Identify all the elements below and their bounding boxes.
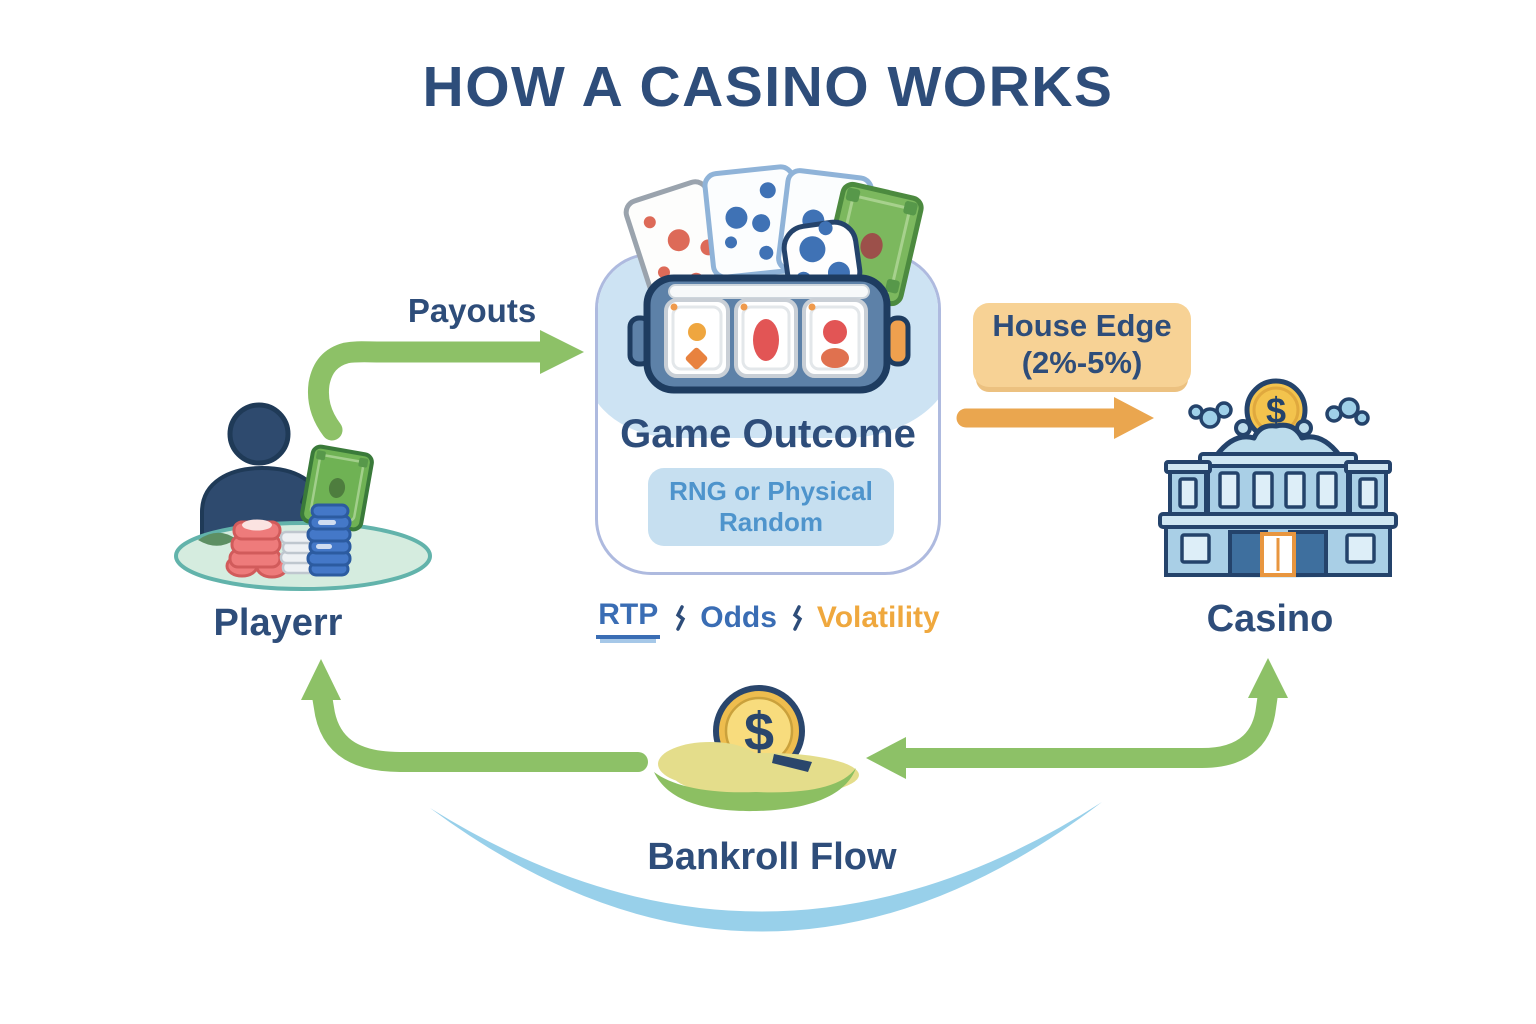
separator-icon [792,605,803,631]
metric-odds: Odds [700,601,777,634]
slot-reel-window [802,298,868,378]
svg-text:$: $ [1266,390,1286,431]
player-label: Playerr [213,602,343,644]
payouts-label: Payouts [407,292,537,329]
house-edge-badge: House Edge (2%-5%) [973,303,1191,387]
bankroll-flow-label: Bankroll Flow [647,836,897,878]
casino-label: Casino [1206,598,1334,640]
metrics-row: RTP Odds Volatility [595,594,941,642]
bankroll-to-player-arrow-icon [301,659,648,772]
slot-machine-with-cards-icon [623,164,924,394]
slot-reel-window [664,298,730,378]
metric-volatility: Volatility [816,601,940,634]
player-at-table-icon [174,402,432,591]
metric-rtp: RTP [596,598,661,639]
gold-coin-on-mound-icon: $ [654,685,859,812]
slot-machine-icon [627,274,911,394]
casino-building-icon: $ [1158,378,1398,578]
red-chips-stack [225,519,289,579]
game-outcome-title: Game Outcome [620,412,916,456]
page-title: HOW A CASINO WORKS [422,55,1114,119]
slot-reel-window [734,298,798,378]
rng-badge: RNG or Physical Random [648,468,894,546]
house-edge-label: House Edge [992,308,1172,344]
casino-building [1158,419,1398,577]
separator-icon [676,605,686,631]
blue-chips-stack [306,503,352,577]
house-edge-arrow-icon [956,397,1154,439]
money-mound [654,742,859,812]
cloud-icon [1325,397,1370,426]
leaf-icon [198,532,236,546]
cloud-icon [1188,401,1233,429]
house-edge-range: (2%-5%) [1021,345,1143,380]
casino-to-bankroll-arrow-icon [866,658,1288,779]
